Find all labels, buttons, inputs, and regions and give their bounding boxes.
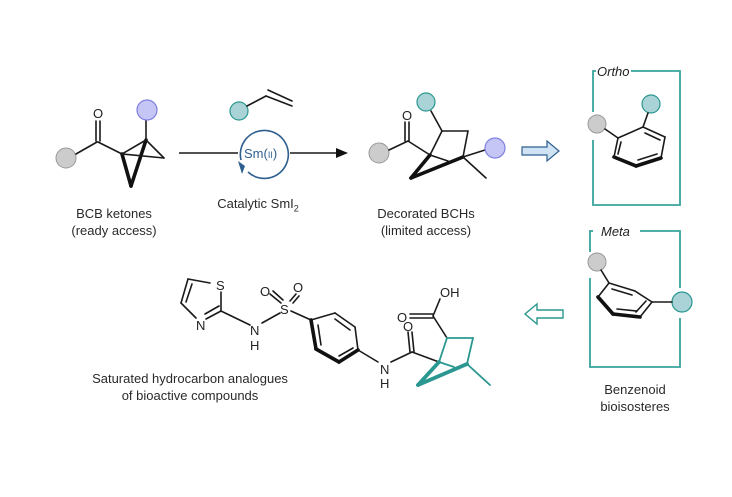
decorated-bchs-label: Decorated BCHs (limited access) — [366, 205, 486, 239]
teal-substituent-icon — [641, 94, 661, 114]
teal-substituent-icon — [671, 291, 693, 313]
nitrogen-atom: N — [380, 362, 389, 377]
meta-box: Meta — [587, 224, 693, 368]
ortho-box: Ortho — [587, 64, 681, 206]
nitrogen-atom: N — [250, 323, 259, 338]
hydrogen-atom: H — [250, 338, 259, 353]
oxygen-atom: O — [402, 108, 412, 123]
grey-substituent-icon — [368, 142, 390, 164]
sulfur-atom: S — [280, 302, 289, 317]
teal-substituent-icon — [416, 92, 436, 112]
teal-substituent-icon — [229, 101, 249, 121]
alkene-reagent — [229, 89, 293, 121]
right-arrow-icon — [521, 139, 560, 163]
grey-substituent-icon — [587, 114, 607, 134]
sm-label: Sm(II) — [244, 146, 277, 161]
bch-structure: O — [368, 92, 506, 180]
catalyst-subscript: 2 — [293, 203, 299, 214]
ortho-label: Ortho — [597, 64, 630, 79]
bcb-ketone-structure: O — [55, 99, 165, 188]
reaction-arrow — [179, 148, 348, 158]
left-arrow-icon — [523, 302, 564, 326]
benzenoid-label-line1: Benzenoid — [604, 382, 666, 397]
meta-label: Meta — [601, 224, 630, 239]
bcb-ketones-label: BCB ketones (ready access) — [54, 205, 174, 239]
nitrogen-atom: N — [196, 318, 205, 333]
oxygen-atom: O — [293, 280, 303, 295]
bioactive-analogue-structure: N S N H S O O N H O O — [180, 278, 491, 391]
oxygen-atom: O — [93, 106, 103, 121]
catalytic-cycle-icon — [239, 129, 290, 180]
benzenoid-bioisosteres-label: Benzenoid bioisosteres — [575, 381, 695, 415]
oxygen-atom: O — [403, 319, 413, 334]
analogue-label-line2: of bioactive compounds — [121, 388, 259, 403]
grey-substituent-icon — [587, 252, 607, 272]
oxygen-atom: O — [397, 310, 407, 325]
bioactive-analogues-label: Saturated hydrocarbon analogues of bioac… — [70, 370, 310, 404]
bch-label-line2: (limited access) — [380, 223, 472, 238]
arrow-head-icon — [336, 148, 348, 158]
grey-substituent-icon — [55, 147, 77, 169]
purple-substituent-icon — [484, 137, 506, 159]
samarium-cycle: Sm(II) — [238, 129, 290, 180]
benzenoid-label-line2: bioisosteres — [600, 399, 670, 414]
oxygen-atom: O — [260, 284, 270, 299]
bch-label-line1: Decorated BCHs — [377, 206, 475, 221]
sulfur-atom: S — [216, 278, 225, 293]
catalyst-label: Catalytic SmI2 — [198, 195, 318, 218]
hydrogen-atom: H — [380, 376, 389, 391]
bcb-label-line2: (ready access) — [71, 223, 157, 238]
hydroxyl-group: OH — [440, 285, 460, 300]
bcb-label-line1: BCB ketones — [76, 206, 152, 221]
purple-substituent-icon — [136, 99, 158, 121]
analogue-label-line1: Saturated hydrocarbon analogues — [92, 371, 288, 386]
catalyst-text: Catalytic SmI — [217, 196, 294, 211]
